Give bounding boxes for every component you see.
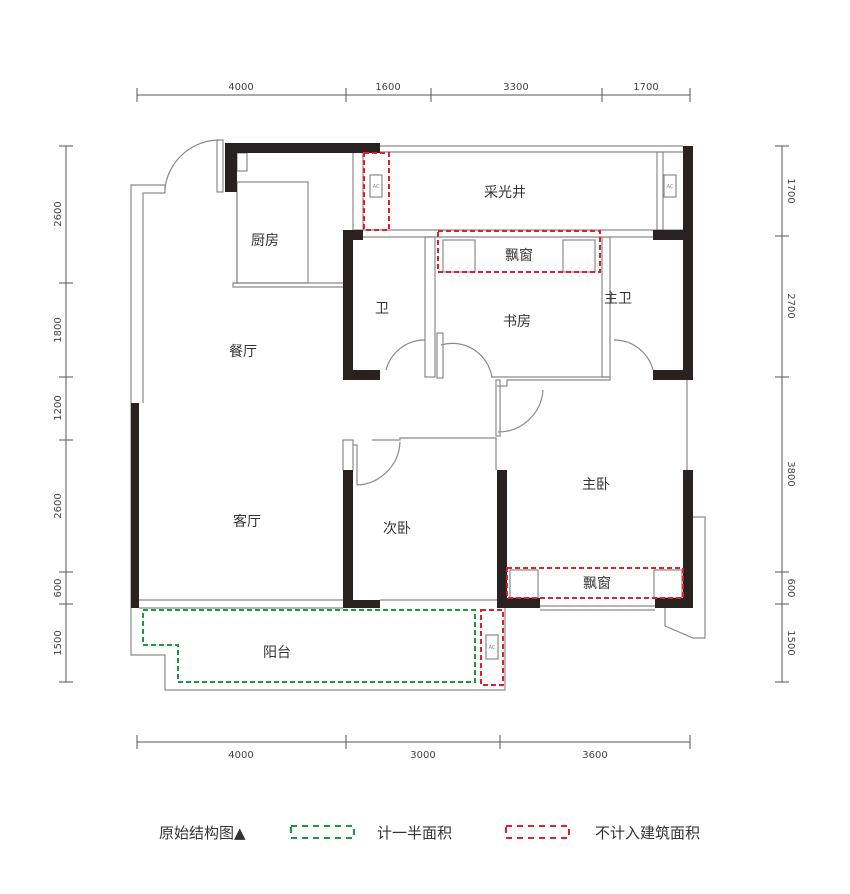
room-bay-window-master: 飘窗 (583, 575, 611, 592)
room-light-well: 采光井 (484, 185, 526, 201)
ac-units: AC AC AC (369, 174, 677, 660)
excluded-area-bay-window-master (506, 567, 684, 599)
room-bay-window-study: 飘窗 (505, 247, 533, 264)
structural-walls (131, 143, 693, 608)
dim-left-3: 1200 (53, 395, 64, 420)
half-area-balcony (142, 609, 476, 683)
dim-bottom-3: 3600 (582, 750, 607, 761)
dim-left-2: 1800 (53, 317, 64, 342)
dim-left-5: 600 (53, 578, 64, 597)
dimension-labels: 4000 1600 3300 1700 4000 3000 3600 2600 … (53, 82, 796, 761)
dim-right-5: 1500 (785, 630, 796, 655)
dim-bottom-2: 3000 (410, 750, 435, 761)
legend-excluded-area: 不计入建筑面积 (595, 824, 700, 842)
dim-top-4: 1700 (633, 82, 658, 93)
dimension-lines (59, 88, 789, 749)
dim-right-1: 1700 (785, 178, 796, 203)
dim-right-2: 2700 (785, 293, 796, 318)
room-master-bath: 主卫 (604, 291, 632, 307)
dim-left-6: 1500 (53, 630, 64, 655)
room-master-bedroom: 主卧 (582, 477, 610, 493)
ac-label: AC (667, 184, 674, 190)
legend-red-swatch (505, 825, 570, 839)
excluded-area-ac-balcony (480, 609, 504, 686)
room-dining: 餐厅 (229, 344, 257, 360)
dim-left-1: 2600 (53, 201, 64, 226)
room-living: 客厅 (233, 513, 261, 530)
legend-green-swatch (290, 825, 355, 839)
excluded-area-ac-top (363, 152, 390, 231)
room-labels: 采光井 厨房 飘窗 卫 书房 主卫 餐厅 客厅 次卧 主卧 飘窗 阳台 (229, 185, 632, 661)
legend-half-area: 计一半面积 (377, 824, 452, 842)
dim-bottom-1: 4000 (228, 750, 253, 761)
legend: 原始结构图▲ 计一半面积 不计入建筑面积 (159, 824, 700, 842)
room-second-bedroom: 次卧 (383, 521, 411, 537)
dim-top-1: 4000 (228, 82, 253, 93)
dim-right-3: 3800 (785, 461, 796, 486)
dim-right-4: 600 (785, 578, 796, 597)
room-kitchen: 厨房 (251, 233, 279, 249)
dim-top-3: 3300 (503, 82, 528, 93)
excluded-area-markers (363, 152, 684, 686)
thin-walls (130, 139, 706, 691)
ac-label: AC (489, 645, 496, 651)
ac-unit-icon (663, 174, 677, 198)
room-study: 书房 (503, 314, 531, 330)
dim-left-4: 2600 (53, 493, 64, 518)
legend-title: 原始结构图▲ (159, 824, 246, 842)
ac-unit-icon (369, 174, 383, 198)
room-balcony: 阳台 (263, 645, 291, 661)
ac-unit-icon (485, 634, 499, 660)
excluded-area-bay-window-study (437, 230, 601, 273)
dim-top-2: 1600 (375, 82, 400, 93)
room-bath: 卫 (375, 301, 389, 317)
ac-label: AC (373, 184, 380, 190)
